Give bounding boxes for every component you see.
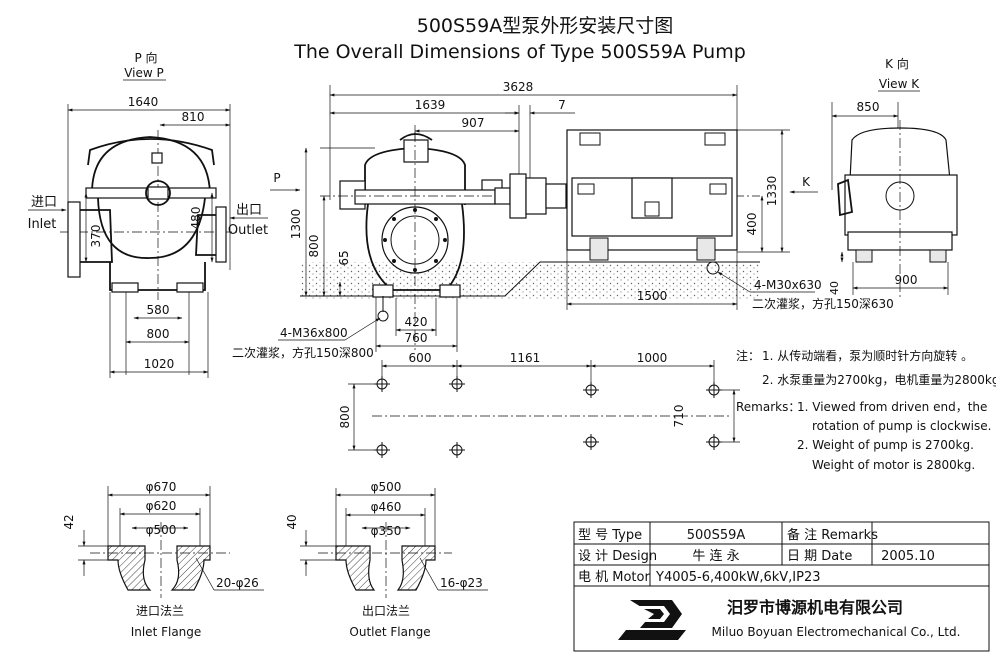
dim-plan-710: 710 [672, 405, 686, 428]
inlet-label-en: Inlet [28, 217, 57, 232]
view-k: K 向 View K 850 40 900 [828, 56, 958, 300]
title-block: 型 号 Type 500S59A 备 注 Remarks 设 计 Design … [573, 521, 990, 652]
inlet-flange-name-cn: 进口法兰 [136, 604, 184, 618]
dim-850: 850 [857, 100, 880, 114]
outlet-label-cn: 出口 [236, 203, 262, 218]
dim-1330: 1330 [765, 176, 779, 207]
dim-3628: 3628 [503, 80, 534, 94]
dim-1500: 1500 [637, 289, 668, 303]
pump-bolt-label: 4-M36x800 [280, 326, 348, 340]
tb-date-value: 2005.10 [881, 549, 935, 564]
dim-7: 7 [558, 98, 566, 112]
inlet-flange-holes: 20-φ26 [216, 576, 259, 590]
outlet-flange-name-en: Outlet Flange [349, 625, 430, 639]
inlet-label-cn: 进口 [31, 195, 57, 210]
inlet-flange-d-outer: φ670 [146, 480, 177, 494]
drawing-title-en: The Overall Dimensions of Type 500S59A P… [293, 41, 746, 63]
inlet-flange: φ670 φ620 φ500 42 20-φ26 进口法兰 Inlet Flan… [62, 480, 264, 639]
dim-1639: 1639 [415, 98, 446, 112]
outlet-flange-d-outer: φ500 [371, 480, 402, 494]
notes-en-head: Remarks： [736, 400, 800, 414]
drawing-title-cn: 500S59A型泵外形安装尺寸图 [417, 15, 674, 37]
dim-370: 370 [89, 225, 103, 248]
notes-en-2b: Weight of motor is 2800kg. [812, 458, 975, 472]
view-k-label-cn: K 向 [885, 56, 909, 71]
outlet-label-en: Outlet [228, 223, 268, 238]
dim-1640: 1640 [128, 95, 159, 109]
view-p-label-en: View P [124, 66, 164, 80]
motor-bolt-label: 4-M30x630 [754, 278, 822, 292]
pump-grout-label: 二次灌浆，方孔150深800 [232, 345, 374, 360]
notes-en-1b: rotation of pump is clockwise. [812, 419, 991, 433]
notes-cn-2: 2. 水泵重量为2700kg，电机重量为2800kg。 [762, 373, 996, 387]
motor-grout-label: 二次灌浆，方孔150深630 [752, 296, 894, 311]
dim-k-40: 40 [828, 281, 841, 295]
dim-480: 480 [189, 207, 203, 230]
dim-907: 907 [462, 116, 485, 130]
dim-800-side: 800 [147, 327, 170, 341]
view-k-arrow-label: K [802, 175, 811, 189]
view-p-label-cn: P 向 [134, 50, 157, 65]
tb-type-label: 型 号 Type [578, 528, 642, 543]
notes-cn-head: 注： [736, 348, 760, 363]
outlet-flange-thickness: 40 [285, 514, 299, 529]
tb-design-label: 设 计 Design [578, 549, 657, 564]
tb-remarks-label: 备 注 Remarks [787, 527, 878, 543]
dim-420: 420 [405, 315, 428, 329]
notes-en-2a: 2. Weight of pump is 2700kg. [797, 438, 974, 452]
dim-800-front: 800 [307, 235, 321, 258]
tb-motor-value: Y4005-6,400kW,6kV,IP23 [655, 570, 821, 585]
notes-en-1a: 1. Viewed from driven end，the [797, 400, 987, 414]
view-p-arrow-label: P [273, 171, 280, 185]
dim-plan-800: 800 [338, 406, 352, 429]
tb-motor-label: 电 机 Motor [578, 570, 650, 585]
outlet-flange-name-cn: 出口法兰 [362, 604, 410, 618]
front-view: P K 3628 1639 7 907 [232, 80, 894, 360]
dim-580: 580 [147, 303, 170, 317]
tb-design-value: 牛 连 永 [692, 548, 739, 564]
remarks: 注： 1. 从传动端看，泵为顺时针方向旋转 。 2. 水泵重量为2700kg，电… [736, 348, 996, 472]
dim-plan-1161: 1161 [510, 351, 541, 365]
dim-65: 65 [337, 250, 351, 265]
inlet-flange-name-en: Inlet Flange [131, 625, 202, 639]
view-k-label-en: View K [879, 77, 920, 91]
dim-400: 400 [745, 213, 759, 236]
outlet-flange-holes: 16-φ23 [440, 576, 483, 590]
dim-1300: 1300 [289, 209, 303, 240]
company-logo [618, 600, 686, 640]
outlet-flange: φ500 φ460 φ350 40 16-φ23 出口法兰 Outlet Fla… [285, 480, 488, 639]
dim-760: 760 [405, 331, 428, 345]
tb-type-value: 500S59A [687, 528, 746, 543]
inlet-flange-thickness: 42 [62, 514, 76, 529]
view-p: P 向 View P 1640 810 370 [28, 50, 268, 378]
tb-date-label: 日 期 Date [787, 549, 852, 564]
dim-810: 810 [182, 110, 205, 124]
foundation-plan: 600 1161 1000 800 710 [338, 351, 740, 458]
tb-company-cn: 汨罗市博源机电有限公司 [727, 598, 903, 617]
dim-plan-1000: 1000 [637, 351, 668, 365]
tb-company-en: Miluo Boyuan Electromechanical Co., Ltd. [712, 625, 961, 639]
notes-cn-1: 1. 从传动端看，泵为顺时针方向旋转 。 [762, 348, 973, 363]
dim-plan-600: 600 [409, 351, 432, 365]
dim-k-900: 900 [895, 273, 918, 287]
inlet-flange-d-bolt: φ620 [146, 499, 177, 513]
outlet-flange-d-bolt: φ460 [371, 500, 402, 514]
dim-1020: 1020 [144, 357, 175, 371]
